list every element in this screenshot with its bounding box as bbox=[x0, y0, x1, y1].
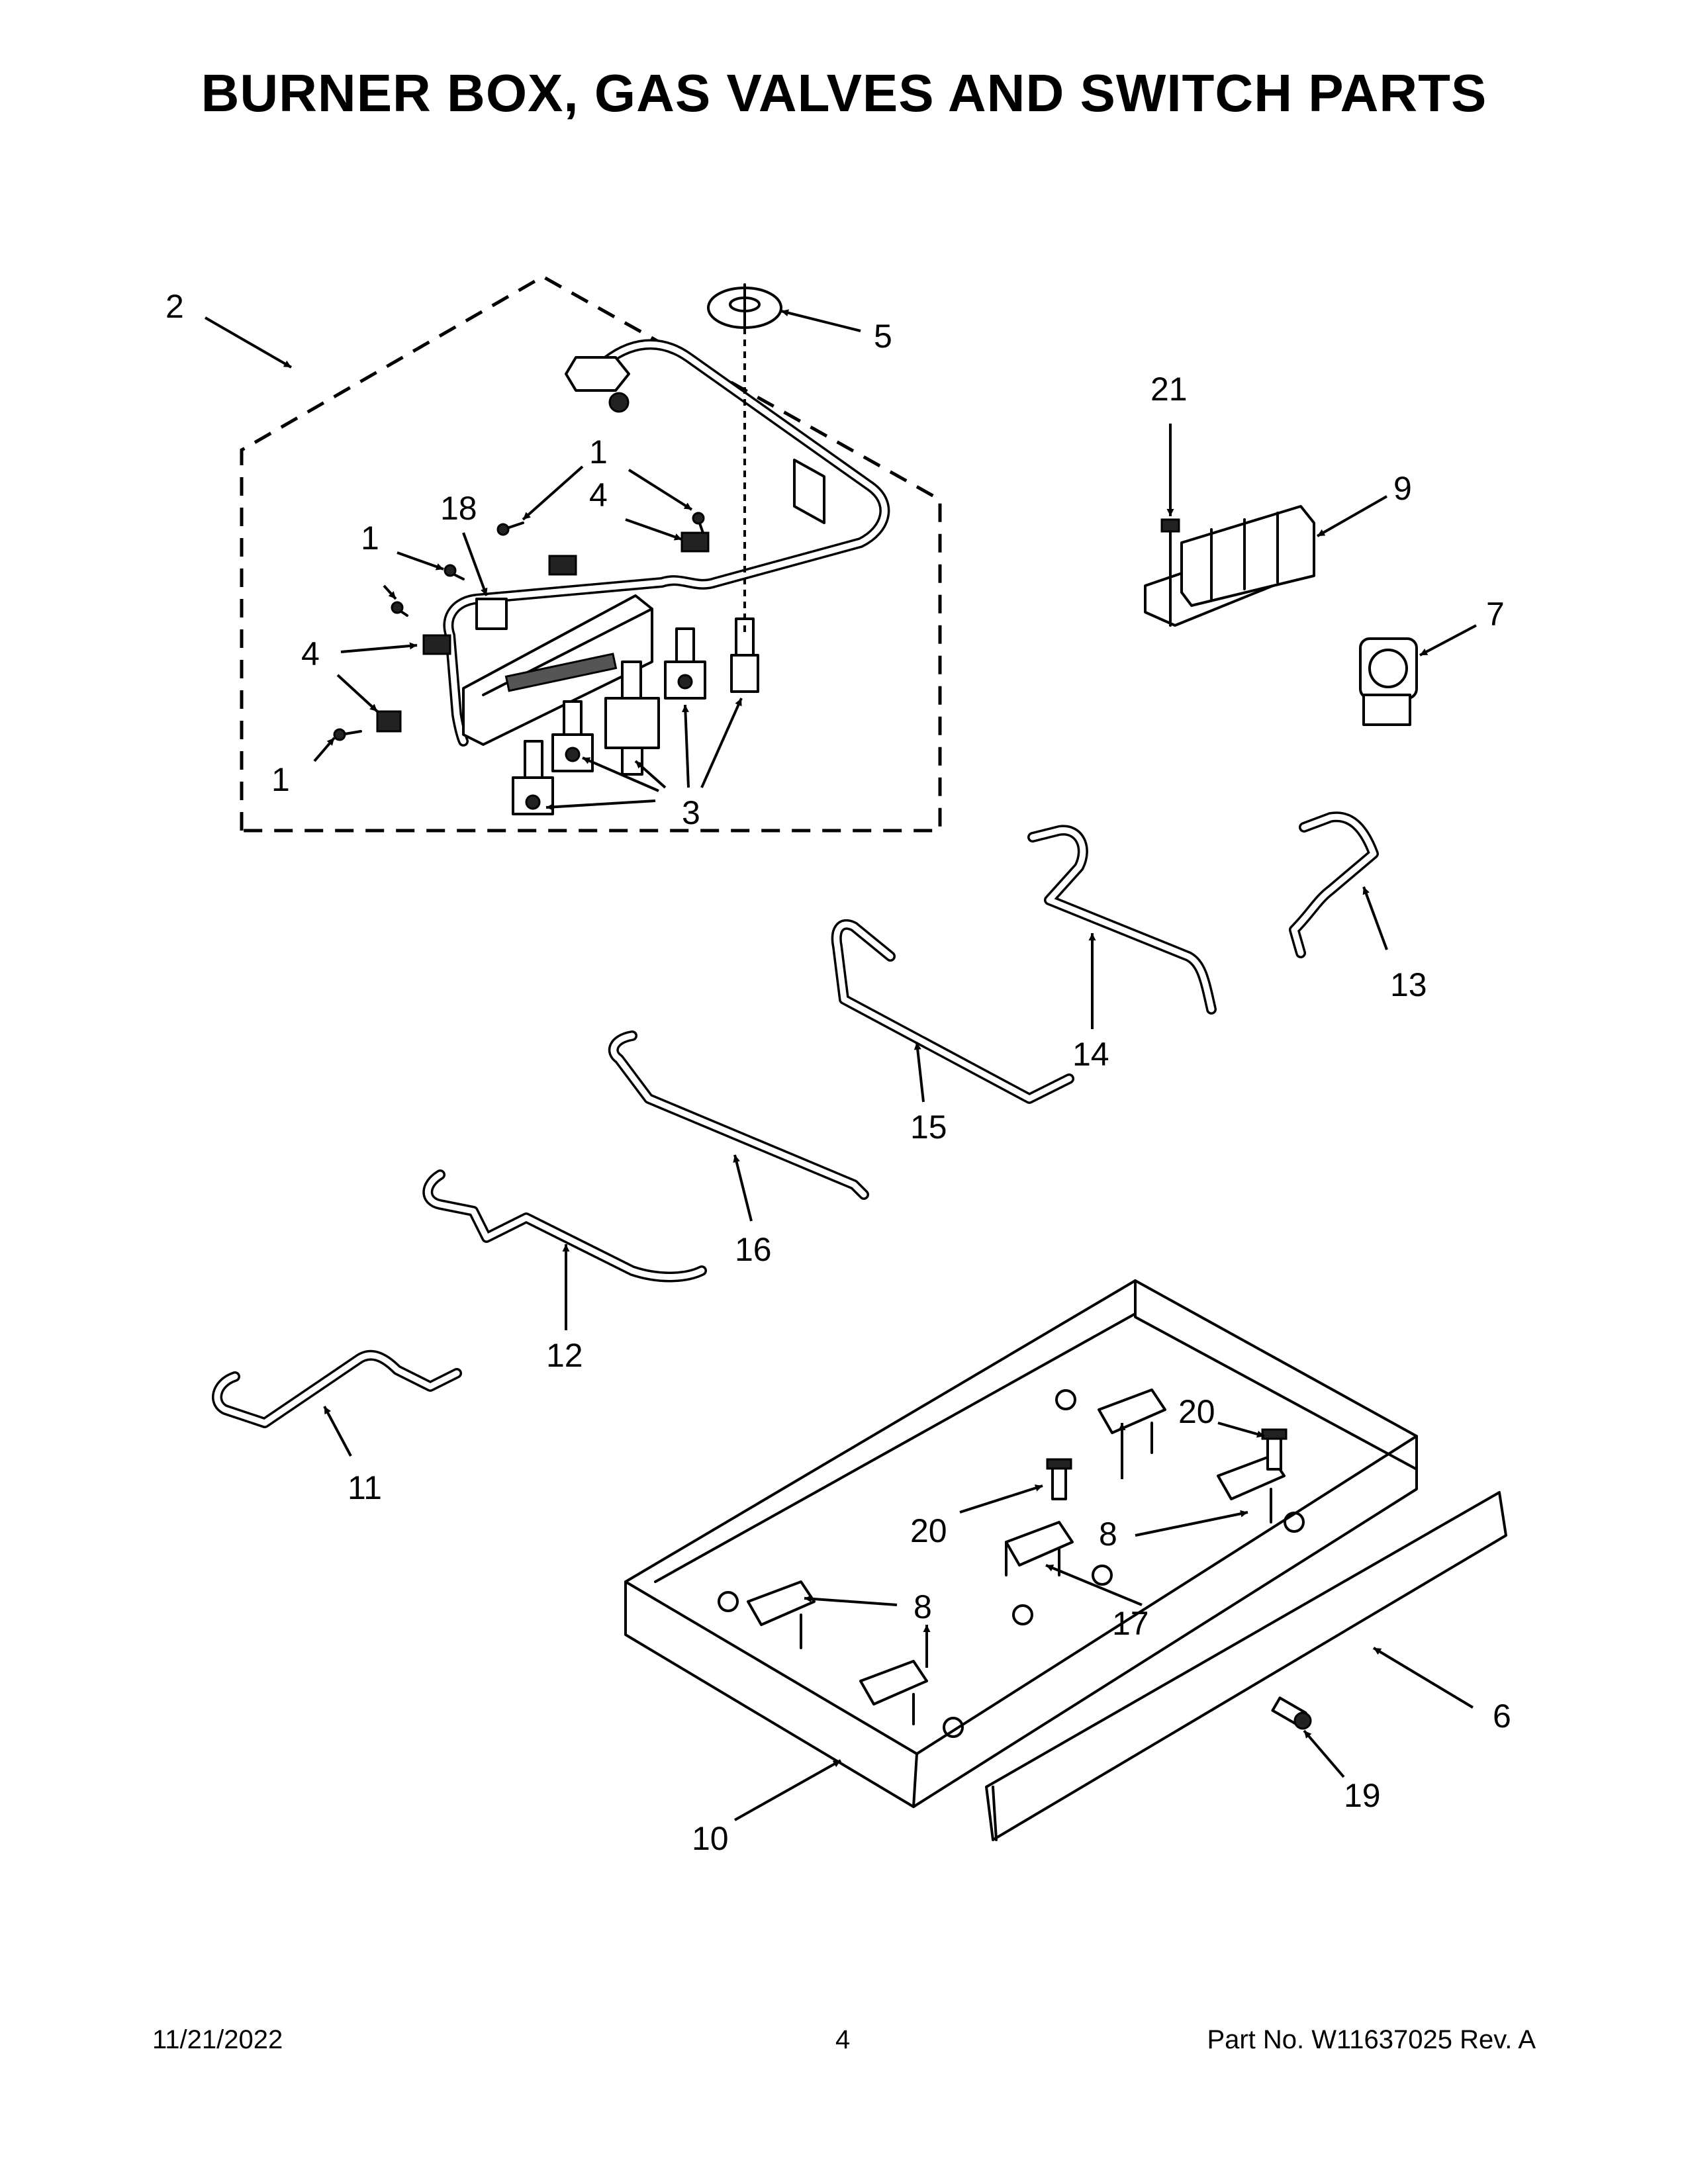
callout-18: 18 bbox=[440, 490, 477, 527]
clip-4b bbox=[548, 555, 577, 576]
callout-10: 10 bbox=[692, 1820, 729, 1857]
burner-cap-5 bbox=[707, 283, 782, 329]
gas-valve-2 bbox=[551, 700, 594, 772]
gas-tube-15 bbox=[831, 919, 1074, 1104]
gas-tube-14 bbox=[1027, 825, 1217, 1015]
callout-14: 14 bbox=[1072, 1036, 1109, 1073]
burner-box-assembly-outline bbox=[240, 275, 942, 833]
callout-16: 16 bbox=[735, 1231, 772, 1268]
callout-21: 21 bbox=[1150, 371, 1188, 408]
callout-20-right: 20 bbox=[1178, 1393, 1215, 1430]
callout-9: 9 bbox=[1393, 470, 1412, 507]
gas-valve-3 bbox=[664, 627, 706, 700]
callout-19: 19 bbox=[1344, 1777, 1381, 1814]
screw-1a bbox=[496, 522, 524, 536]
callout-1-top: 1 bbox=[589, 433, 608, 471]
spark-module-9 bbox=[1144, 505, 1315, 627]
bracket-8c bbox=[1098, 1388, 1166, 1454]
callouts: 2 5 1 18 4 1 4 1 3 21 9 7 13 14 15 16 12… bbox=[165, 288, 1511, 1857]
callout-8-right: 8 bbox=[1099, 1516, 1117, 1553]
screw-1e bbox=[333, 728, 362, 741]
callout-1-left: 1 bbox=[361, 520, 379, 557]
screw-1c bbox=[444, 564, 465, 580]
bracket-8b bbox=[859, 1660, 928, 1725]
callout-13: 13 bbox=[1390, 966, 1427, 1003]
callout-4-left: 4 bbox=[301, 635, 320, 672]
page-title: BURNER BOX, GAS VALVES AND SWITCH PARTS bbox=[201, 64, 1487, 122]
burner-base-tray-10 bbox=[624, 1279, 1418, 1808]
gas-tube-11 bbox=[212, 1349, 462, 1428]
callout-17: 17 bbox=[1112, 1605, 1149, 1642]
screw-1d bbox=[391, 601, 408, 617]
callout-5: 5 bbox=[874, 318, 892, 355]
screw-1b bbox=[692, 512, 705, 536]
callout-15: 15 bbox=[910, 1109, 947, 1146]
gas-tube-16 bbox=[608, 1030, 869, 1200]
callout-6: 6 bbox=[1493, 1698, 1511, 1735]
footer-date: 11/21/2022 bbox=[152, 2025, 283, 2054]
callout-2: 2 bbox=[165, 288, 184, 325]
callout-7: 7 bbox=[1486, 596, 1505, 633]
screw-21 bbox=[1160, 518, 1180, 627]
screw-19 bbox=[1271, 1696, 1312, 1730]
callout-1-bottom: 1 bbox=[271, 761, 290, 798]
front-rail-6 bbox=[985, 1491, 1507, 1841]
pressure-regulator-7 bbox=[1359, 637, 1418, 726]
switch-18 bbox=[475, 598, 508, 630]
screw-20a bbox=[1046, 1458, 1072, 1500]
clip-4c bbox=[422, 634, 451, 655]
callout-12: 12 bbox=[546, 1337, 583, 1374]
callout-8-left: 8 bbox=[914, 1588, 932, 1625]
screw-20b bbox=[1261, 1428, 1288, 1471]
callout-20-left: 20 bbox=[910, 1512, 947, 1549]
gas-tube-13 bbox=[1289, 811, 1379, 958]
callout-3: 3 bbox=[682, 794, 700, 831]
bracket-8a bbox=[747, 1580, 816, 1649]
footer-part-number: Part No. W11637025 Rev. A bbox=[1207, 2025, 1536, 2054]
burner-bracket bbox=[462, 594, 653, 746]
callout-11: 11 bbox=[348, 1469, 382, 1506]
gas-tube-12 bbox=[422, 1169, 707, 1283]
clip-4d bbox=[376, 710, 402, 733]
callout-4-top: 4 bbox=[589, 477, 608, 514]
clip-4a bbox=[680, 531, 710, 553]
footer-page-number: 4 bbox=[835, 2025, 851, 2054]
leader-lines bbox=[205, 309, 1477, 1821]
gas-valve-1 bbox=[512, 740, 554, 815]
